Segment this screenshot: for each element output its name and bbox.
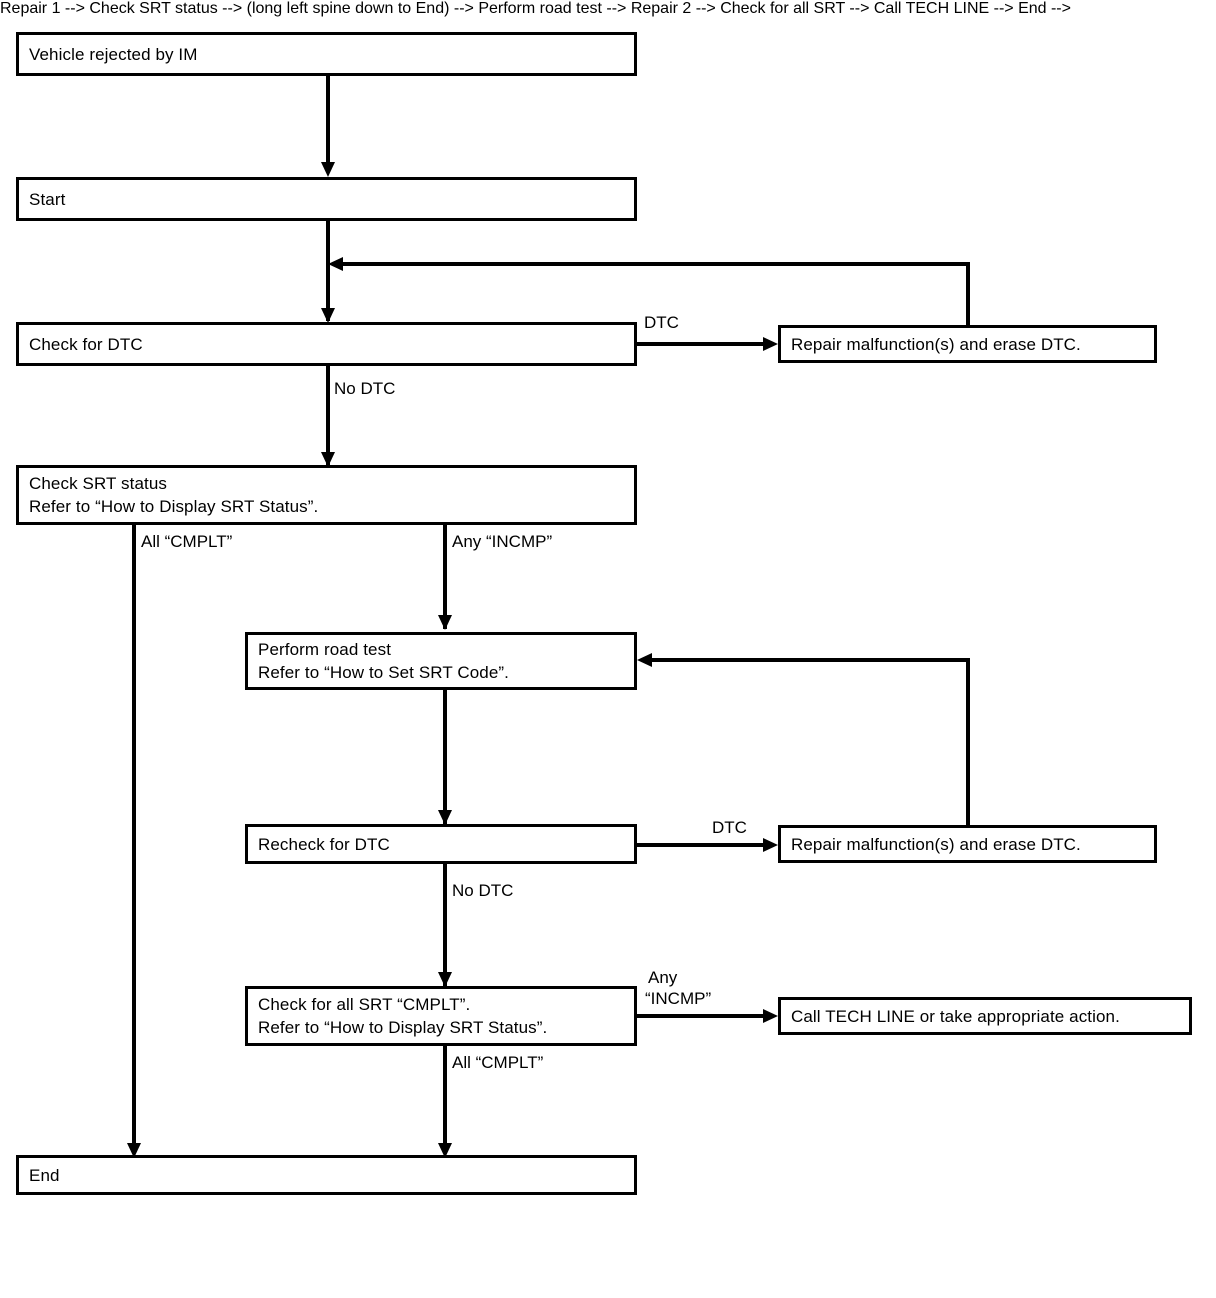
edge-road-test-to-recheck-dtc (443, 690, 447, 824)
edge-srt-any-incmp-to-road-test (443, 525, 447, 629)
edge-label-all-cmplt-2: All “CMPLT” (452, 1053, 544, 1072)
edge-check-dtc-to-srt-status (326, 366, 330, 468)
arrowhead-check-all-srt-to-end (438, 1143, 452, 1158)
node-vehicle-rejected: Vehicle rejected by IM (16, 32, 637, 76)
edge-vehicle-to-start (326, 76, 330, 168)
node-recheck-dtc-label: Recheck for DTC (258, 834, 390, 854)
edge-repair2-feedback-horizontal (650, 658, 970, 662)
arrowhead-vehicle-to-start (321, 162, 335, 177)
edge-label-all-cmplt-1: All “CMPLT” (141, 532, 233, 551)
edge-label-any-incmp-1: Any “INCMP” (452, 532, 553, 551)
node-check-srt-status-line1: Check SRT status (29, 474, 167, 493)
node-end-label: End (29, 1165, 60, 1185)
node-check-all-srt: Check for all SRT “CMPLT”. Refer to “How… (245, 986, 637, 1046)
node-start-label: Start (29, 189, 66, 209)
node-end: End (16, 1155, 637, 1195)
arrowhead-start-to-check-dtc (321, 308, 335, 323)
node-perform-road-test-line1: Perform road test (258, 640, 392, 659)
arrowhead-recheck-dtc-to-repair2 (763, 838, 778, 852)
edge-check-all-srt-to-tech-line (637, 1014, 767, 1018)
node-vehicle-rejected-label: Vehicle rejected by IM (29, 44, 198, 64)
node-recheck-dtc: Recheck for DTC (245, 824, 637, 864)
edge-repair1-feedback-vertical (966, 262, 970, 325)
arrowhead-check-dtc-to-srt-status (321, 452, 335, 467)
arrowhead-srt-all-cmplt-to-end (127, 1143, 141, 1158)
edge-check-all-srt-to-end (443, 1046, 447, 1150)
edge-label-any-incmp-2-line1: Any (648, 968, 678, 987)
edge-srt-all-cmplt-to-end (132, 525, 136, 1150)
node-start: Start (16, 177, 637, 221)
node-check-srt-status: Check SRT status Refer to “How to Displa… (16, 465, 637, 525)
edge-repair1-feedback-horizontal (340, 262, 970, 266)
edge-label-no-dtc-1: No DTC (334, 379, 396, 398)
node-call-tech-line-label: Call TECH LINE or take appropriate actio… (791, 1006, 1120, 1026)
edge-recheck-dtc-to-repair2 (637, 843, 767, 847)
node-check-srt-status-line2: Refer to “How to Display SRT Status”. (29, 497, 319, 516)
node-repair-1: Repair malfunction(s) and erase DTC. (778, 325, 1157, 363)
arrowhead-road-test-to-recheck-dtc (438, 810, 452, 825)
node-repair-1-label: Repair malfunction(s) and erase DTC. (791, 334, 1081, 354)
node-check-all-srt-line1: Check for all SRT “CMPLT”. (258, 995, 471, 1014)
arrowhead-check-all-srt-to-tech-line (763, 1009, 778, 1023)
node-repair-2-label: Repair malfunction(s) and erase DTC. (791, 834, 1081, 854)
edge-label-dtc-2: DTC (712, 818, 747, 837)
arrowhead-repair1-feedback (328, 257, 343, 271)
node-check-dtc-label: Check for DTC (29, 334, 143, 354)
node-perform-road-test-line2: Refer to “How to Set SRT Code”. (258, 663, 509, 682)
node-repair-2: Repair malfunction(s) and erase DTC. (778, 825, 1157, 863)
node-check-dtc: Check for DTC (16, 322, 637, 366)
node-check-all-srt-line2: Refer to “How to Display SRT Status”. (258, 1018, 548, 1037)
edge-repair2-feedback-vertical (966, 658, 970, 825)
node-perform-road-test: Perform road test Refer to “How to Set S… (245, 632, 637, 690)
edge-label-dtc-1: DTC (644, 313, 679, 332)
edge-start-to-check-dtc (326, 221, 330, 321)
node-call-tech-line: Call TECH LINE or take appropriate actio… (778, 997, 1192, 1035)
edge-label-no-dtc-2: No DTC (452, 881, 514, 900)
arrowhead-recheck-dtc-to-check-all-srt (438, 972, 452, 987)
edge-check-dtc-to-repair1 (637, 342, 767, 346)
arrowhead-srt-any-incmp-to-road-test (438, 615, 452, 630)
arrowhead-check-dtc-to-repair1 (763, 337, 778, 351)
edge-label-any-incmp-2-line2: “INCMP” (645, 989, 712, 1008)
edge-recheck-dtc-to-check-all-srt (443, 864, 447, 986)
arrowhead-repair2-feedback (637, 653, 652, 667)
